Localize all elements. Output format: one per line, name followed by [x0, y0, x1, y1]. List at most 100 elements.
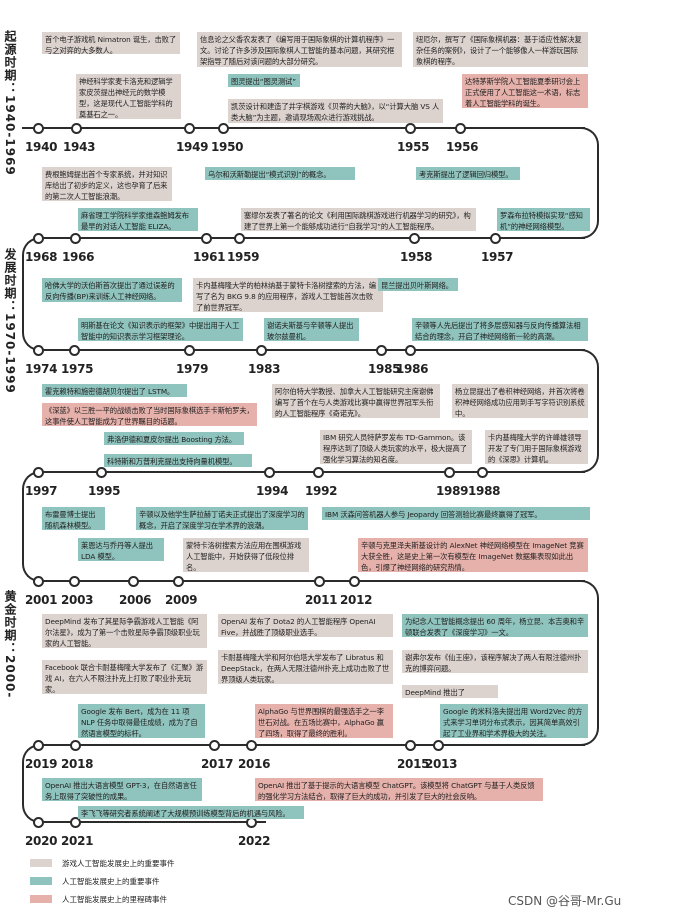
- milestone-dot: [33, 817, 44, 828]
- year-label: 1950: [211, 140, 244, 154]
- event-box: 辛顿以及他学生萨拉赫丁诺夫正式提出了深度学习的概念，开启了深度学习在学术界的浪潮…: [136, 507, 308, 530]
- year-label: 2006: [119, 593, 152, 607]
- event-box: AlphaGo 与世界围棋的最强选手之一李世石对战。在五场比赛中，AlphaGo…: [255, 704, 393, 738]
- milestone-dot: [33, 467, 44, 478]
- year-label: 1975: [61, 362, 94, 376]
- event-box: 罗森布拉特模拟实现“感知机”的神经网络模型。: [497, 208, 590, 231]
- legend-swatch-game: [30, 859, 52, 867]
- event-box: 神经科学家麦卡洛克和逻辑学家皮茨提出神经元的数学模型，这是现代人工智能学科的奠基…: [76, 74, 181, 119]
- legend-label-game: 游戏人工智能发展史上的重要事件: [62, 859, 175, 868]
- event-box: 布雷曼博士提出随机森林模型。: [42, 507, 105, 530]
- milestone-dot: [433, 740, 444, 751]
- year-label: 2011: [305, 593, 338, 607]
- milestone-dot: [33, 233, 44, 244]
- event-box: 《深蓝》以三胜一平的战绩击败了当时国际象棋选手卡斯帕罗夫，这事件使人工智能成为了…: [42, 403, 257, 426]
- year-label: 2013: [425, 757, 458, 771]
- year-label: 1983: [248, 362, 281, 376]
- event-box: 卡内基梅隆大学的许峰雄领导开发了专门用于国际象棋游戏的《深思》计算机。: [485, 430, 588, 464]
- event-box: 纽厄尔，撰写了《国际象棋机器：基于适应性解决复杂任务的案例》，设计了一个能够像人…: [413, 32, 588, 67]
- milestone-dot: [314, 576, 325, 587]
- era-development-label: 发展时期：1970-1999: [3, 248, 17, 394]
- event-box: 塞缪尔发表了著名的论文《利用国际跳棋游戏进行机器学习的研究》，构建了世界上第一个…: [241, 208, 476, 231]
- event-box: 辛顿等人先后提出了将多层感知器与反向传播算法相结合的理念，开启了神经网络新一轮的…: [412, 318, 588, 341]
- event-box: IBM 沃森问答机器人参与 Jeopardy 回答测验比赛最终赢得了冠军。: [322, 507, 590, 520]
- year-label: 1943: [63, 140, 96, 154]
- year-label: 1992: [305, 484, 338, 498]
- milestone-dot: [218, 123, 229, 134]
- milestone-dot: [409, 233, 420, 244]
- milestone-dot: [69, 576, 80, 587]
- timeline-row-3: [36, 349, 585, 351]
- event-box: DeepMind 发布了其星际争霸游戏人工智能《阿尔法星》，成为了第一个击败星际…: [42, 614, 207, 648]
- milestone-dot: [33, 576, 44, 587]
- event-box: 卡内基梅隆大学的柏林纳基于蒙特卡洛树搜索的方法，编写了名为 BKG 9.8 的应…: [193, 278, 383, 312]
- year-label: 1988: [468, 484, 501, 498]
- event-box: Google 发布 Bert，成为在 11 项 NLP 任务中取得最佳成绩，成为…: [78, 704, 205, 738]
- event-box: 明斯基在论文《知识表示的框架》中提出用于人工智能中的知识表示学习框架理论。: [78, 318, 243, 341]
- milestone-dot: [96, 467, 107, 478]
- year-label: 1997: [25, 484, 58, 498]
- year-label: 2009: [165, 593, 198, 607]
- event-box: 凯茨设计和建造了井字棋游戏《贝蒂的大脑》，以“计算大脑 VS 人类大脑”为主题，…: [228, 99, 443, 123]
- milestone-dot: [173, 576, 184, 587]
- milestone-dot: [33, 123, 44, 134]
- year-label: 2017: [201, 757, 234, 771]
- event-box: OpenAI 推出大语言模型 GPT-3，在自然语言任务上取得了突破性的成果。: [42, 778, 202, 801]
- event-box: 谢弗尔发布《仙王座》，该程序解决了两人有限注德州扑克的博弈问题。: [402, 650, 588, 673]
- era-origin-label: 起源时期：1940-1969: [3, 30, 17, 176]
- event-box: 首个电子游戏机 Nimatron 诞生，击败了与之对弈的大多数人。: [42, 32, 180, 54]
- year-label: 1979: [176, 362, 209, 376]
- year-label: 2018: [61, 757, 94, 771]
- year-label: 2019: [25, 757, 58, 771]
- year-label: 1957: [481, 250, 514, 264]
- year-label: 1961: [193, 250, 226, 264]
- milestone-dot: [405, 345, 416, 356]
- milestone-dot: [376, 345, 387, 356]
- milestone-dot: [256, 345, 267, 356]
- year-label: 2012: [340, 593, 373, 607]
- event-box: 哈佛大学的沃伯斯首次提出了通过误差的反向传播(BP)来训练人工神经网络。: [42, 278, 182, 302]
- year-label: 1955: [397, 140, 430, 154]
- milestone-dot: [313, 467, 324, 478]
- legend-label-important: 人工智能发展史上的重要事件: [62, 877, 160, 886]
- milestone-dot: [246, 740, 257, 751]
- legend-swatch-important: [30, 877, 52, 885]
- milestone-dot: [70, 740, 81, 751]
- year-label: 1989: [436, 484, 469, 498]
- year-label: 1986: [396, 362, 429, 376]
- event-box: 阿尔伯特大学教授、加拿大人工智能研究主席谢佛编写了首个在与人类游戏比赛中赢得世界…: [272, 384, 440, 418]
- timeline-row-2: [38, 237, 585, 239]
- timeline-row-1: [22, 127, 585, 129]
- event-box: 李飞飞等研究者系统阐述了大规模预训练模型背后的机遇与风险。: [78, 806, 304, 819]
- year-label: 1966: [62, 250, 95, 264]
- year-label: 1968: [25, 250, 58, 264]
- year-label: 1956: [446, 140, 479, 154]
- year-label: 1959: [227, 250, 260, 264]
- year-label: 2015: [397, 757, 430, 771]
- event-box: OpenAI 发布了 Dota2 的人工智能程序 OpenAI Five，并战胜…: [218, 614, 393, 637]
- milestone-dot: [70, 817, 81, 828]
- milestone-dot: [33, 740, 44, 751]
- milestone-dot: [70, 233, 81, 244]
- event-box: Facebook 联合卡耐基梅隆大学发布了《汇聚》游戏 AI，在六人不限注扑克上…: [42, 660, 207, 694]
- year-label: 2020: [25, 834, 58, 848]
- event-box: 考克斯提出了逻辑回归模型。: [416, 167, 520, 180]
- event-box: 乌尔和沃斯勒提出“模式识别”的概念。: [205, 167, 355, 180]
- milestone-dot: [33, 345, 44, 356]
- milestone-dot: [69, 345, 80, 356]
- year-label: 1995: [88, 484, 121, 498]
- event-box: 达特茅斯学院人工智能夏季研讨会上正式使用了人工智能这一术语，标志着人工智能学科的…: [462, 74, 588, 108]
- event-box: 为纪念人工智能概念提出 60 周年，杨立昆、本吉奥和辛顿联合发表了《深度学习》一…: [402, 614, 588, 637]
- milestone-dot: [128, 576, 139, 587]
- legend-swatch-milestone: [30, 895, 52, 903]
- event-box: 信息论之父香农发表了《编写用于国际象棋的计算机程序》一文。讨论了许多涉及国际象棋…: [197, 32, 402, 67]
- era-golden-label: 黄金时期：2000-: [3, 590, 17, 699]
- timeline-turn-6: [22, 744, 44, 823]
- watermark: CSDN @谷哥-Mr.Gu: [508, 894, 622, 908]
- event-box: OpenAI 推出了基于提示的大语言模型 ChatGPT。该模型将 ChatGP…: [255, 778, 543, 801]
- milestone-dot: [201, 233, 212, 244]
- milestone-dot: [71, 123, 82, 134]
- event-box: 蒙特卡洛树搜索方法应用在围棋游戏人工智能中，开始获得了低段位排名。: [183, 538, 309, 572]
- year-label: 1940: [25, 140, 58, 154]
